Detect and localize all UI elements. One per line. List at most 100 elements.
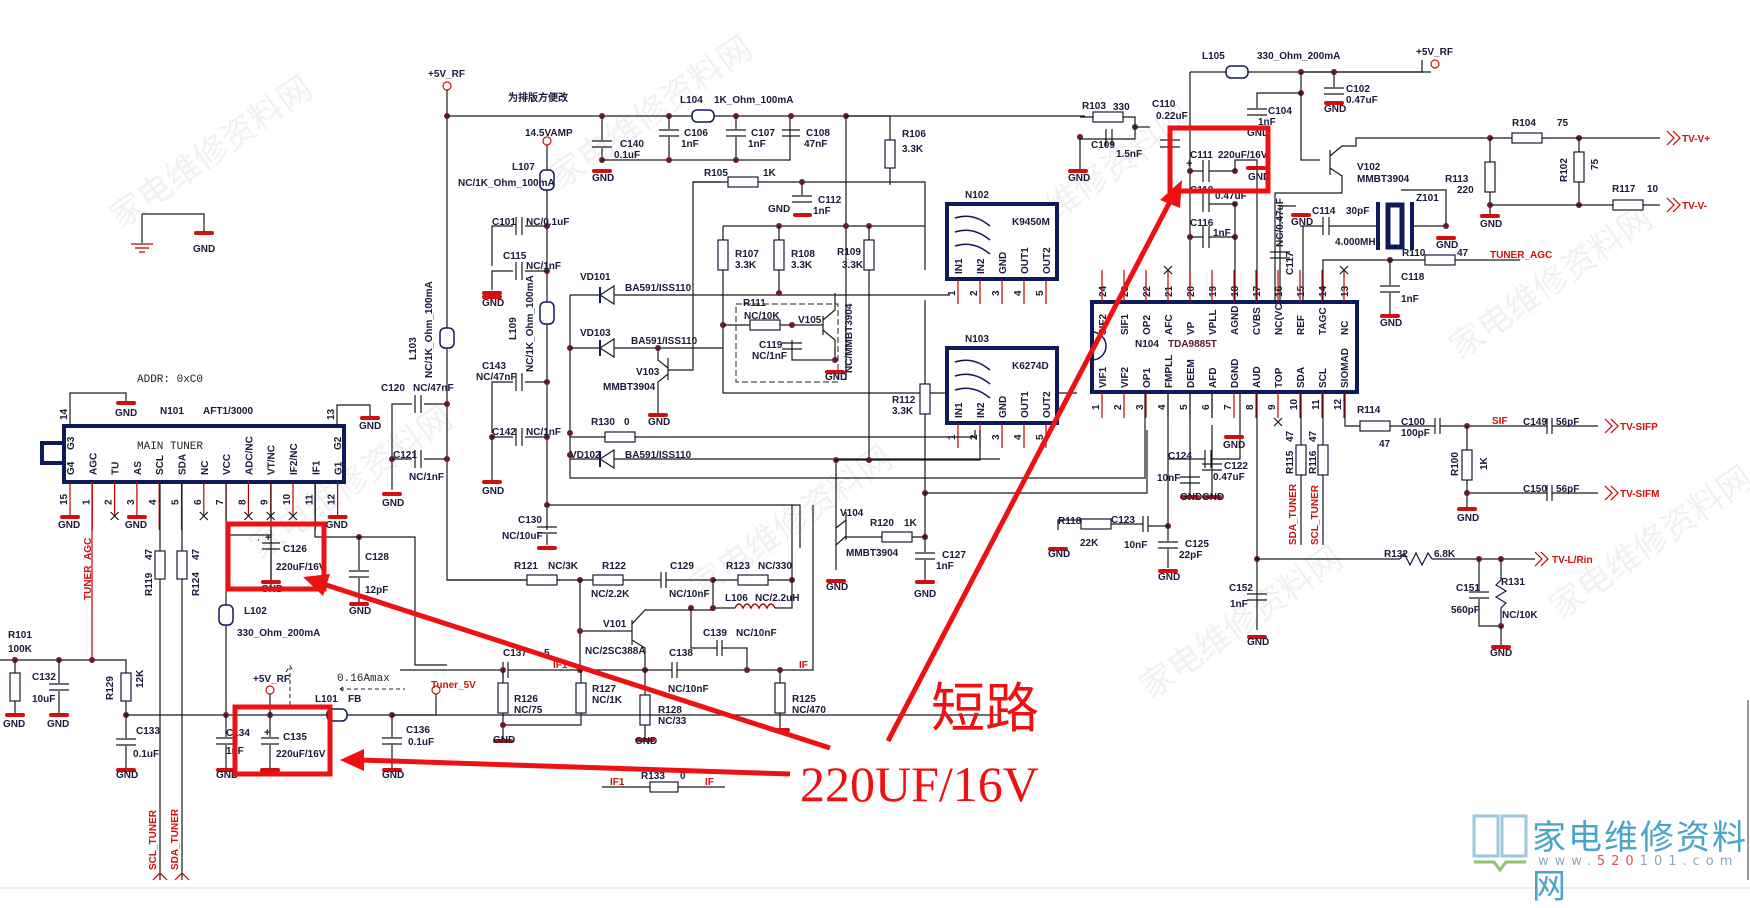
saw-ref: N103: [965, 334, 989, 345]
value-r105: 1K: [763, 168, 777, 179]
tuner-connector: [40, 441, 66, 465]
gnd-label: GND: [193, 244, 215, 255]
ref-v101: V101: [603, 619, 627, 630]
tuner-pin-name: VT/NC: [267, 445, 278, 475]
value-r129: 12K: [135, 669, 146, 688]
ref-c136: C136: [406, 725, 430, 736]
ref-c138: C138: [669, 648, 693, 659]
ref-v102: V102: [1357, 162, 1381, 173]
value-c133: 0.1uF: [133, 749, 159, 760]
ref-l106: L106: [725, 593, 748, 604]
value-r123: NC/330: [758, 561, 792, 572]
ref-r122: R122: [602, 561, 626, 572]
gnd-label: GND: [768, 204, 790, 215]
value-l109: NC/1K_Ohm_100mA: [525, 275, 536, 372]
value-c118: 1nF: [1401, 294, 1419, 305]
value-r119: 47: [144, 548, 155, 560]
ref-l107: L107: [512, 162, 535, 173]
saw-pin-name: IN1: [954, 402, 965, 418]
value-c124: 10nF: [1157, 473, 1180, 484]
ic-pin-number: 20: [1186, 285, 1197, 297]
ref-c116: C116: [1190, 218, 1214, 229]
ref-r125: R125: [792, 694, 816, 705]
net-label-if: IF: [705, 777, 714, 788]
gnd-label: GND: [825, 372, 847, 383]
gnd-label: GND: [1247, 637, 1269, 648]
net-label-tuner-agc: TUNER_AGC: [83, 538, 94, 600]
saw-ref: N102: [965, 190, 989, 201]
gnd-label: GND: [826, 582, 848, 593]
gnd-label: GND: [115, 408, 137, 419]
ref-r110: R110: [1402, 248, 1426, 259]
gnd-label: GND: [1202, 492, 1224, 503]
logo-url: www.520101.com: [1538, 854, 1739, 869]
switch-section: VD101 BA591/ISS110 VD103 BA591/ISS110 VD…: [567, 168, 1146, 493]
tuner-pin-name: G1: [334, 461, 345, 475]
saw-pin-number: 3: [991, 290, 1002, 296]
value-r124: 47: [191, 548, 202, 560]
value-r112: 3.3K: [892, 406, 914, 417]
saw-pin-name: GND: [998, 252, 1009, 274]
l103-section: L103 NC/1K_Ohm_100mA C120 NC/47nF C121 N…: [381, 281, 455, 509]
value-c151: 560pF: [1451, 605, 1480, 616]
value-l103: NC/1K_Ohm_100mA: [424, 281, 435, 378]
value-v103: MMBT3904: [603, 382, 656, 393]
ref-l104: L104: [680, 95, 703, 106]
value-r111: NC/10K: [744, 311, 780, 322]
gnd-label: GND: [914, 589, 936, 600]
ic-pin-number: 18: [1230, 285, 1241, 297]
tuner-pin-number: 6: [193, 499, 204, 505]
saw-pin-name: GND: [998, 396, 1009, 418]
gnd-label: GND: [1436, 240, 1458, 251]
value-c114: 30pF: [1346, 206, 1369, 217]
ref-c134: C134: [226, 728, 250, 739]
current-note: 0.16Amax: [337, 673, 390, 685]
value-r116: 47: [1308, 430, 1319, 442]
ref-r112: R112: [892, 395, 916, 406]
short-circuit-label: 短路: [931, 677, 1039, 740]
gnd-label: GND: [1490, 648, 1512, 659]
ref-r108: R108: [791, 249, 815, 260]
ref-r106: R106: [902, 129, 926, 140]
ic-pin-number: 17: [1252, 285, 1263, 297]
tuner-n101: ADDR: 0xC0 N101 AFT1/3000 MAIN TUNER G41…: [40, 374, 381, 531]
tuner-pin-number: 14: [59, 408, 70, 420]
saw-pin-number: 4: [1013, 290, 1024, 296]
value-c135: 220uF/16V: [276, 749, 326, 760]
ic-pin-name: SDA: [1296, 367, 1307, 388]
tuner-pin-number: 15: [59, 493, 70, 505]
value-c107: 1nF: [748, 139, 766, 150]
tuner-pin-number: 3: [126, 499, 137, 505]
ferrite-l109: [539, 301, 555, 325]
ic-pin-number: 12: [1333, 398, 1344, 410]
gnd-label: GND: [216, 770, 238, 781]
ferrite-l107: [539, 169, 555, 191]
gnd-label: GND: [1247, 128, 1269, 139]
value-c100: 100pF: [1401, 428, 1430, 439]
value-c127: 1nF: [936, 561, 954, 572]
gnd-label: GND: [1223, 440, 1245, 451]
ref-r131: R131: [1501, 577, 1525, 588]
gnd-label: GND: [482, 486, 504, 497]
net-label-if: IF: [799, 660, 808, 671]
ic-pin-number: 9: [1267, 404, 1278, 410]
no-connect-mark: [1339, 265, 1349, 275]
value-r130: 0: [624, 417, 630, 428]
ref-r129: R129: [105, 676, 116, 700]
ref-c120: C120: [381, 383, 405, 394]
ref-r127: R127: [592, 684, 616, 695]
ferrite-l102: [218, 604, 234, 626]
value-c137: 5: [544, 648, 550, 659]
ref-vd101: VD101: [580, 272, 611, 283]
watermark-text: 家电维修资料网: [1443, 199, 1660, 367]
ic-pin-number: 2: [1113, 404, 1124, 410]
value-c108: 47nF: [804, 139, 827, 150]
ref-c112: C112: [818, 195, 842, 206]
value-c117: NC/0.47uF: [1275, 198, 1286, 247]
ref-vd103: VD103: [580, 328, 611, 339]
value-r110: 47: [1457, 248, 1469, 259]
ref-c143: C143: [482, 361, 506, 372]
no-connect-mark: [199, 511, 209, 521]
